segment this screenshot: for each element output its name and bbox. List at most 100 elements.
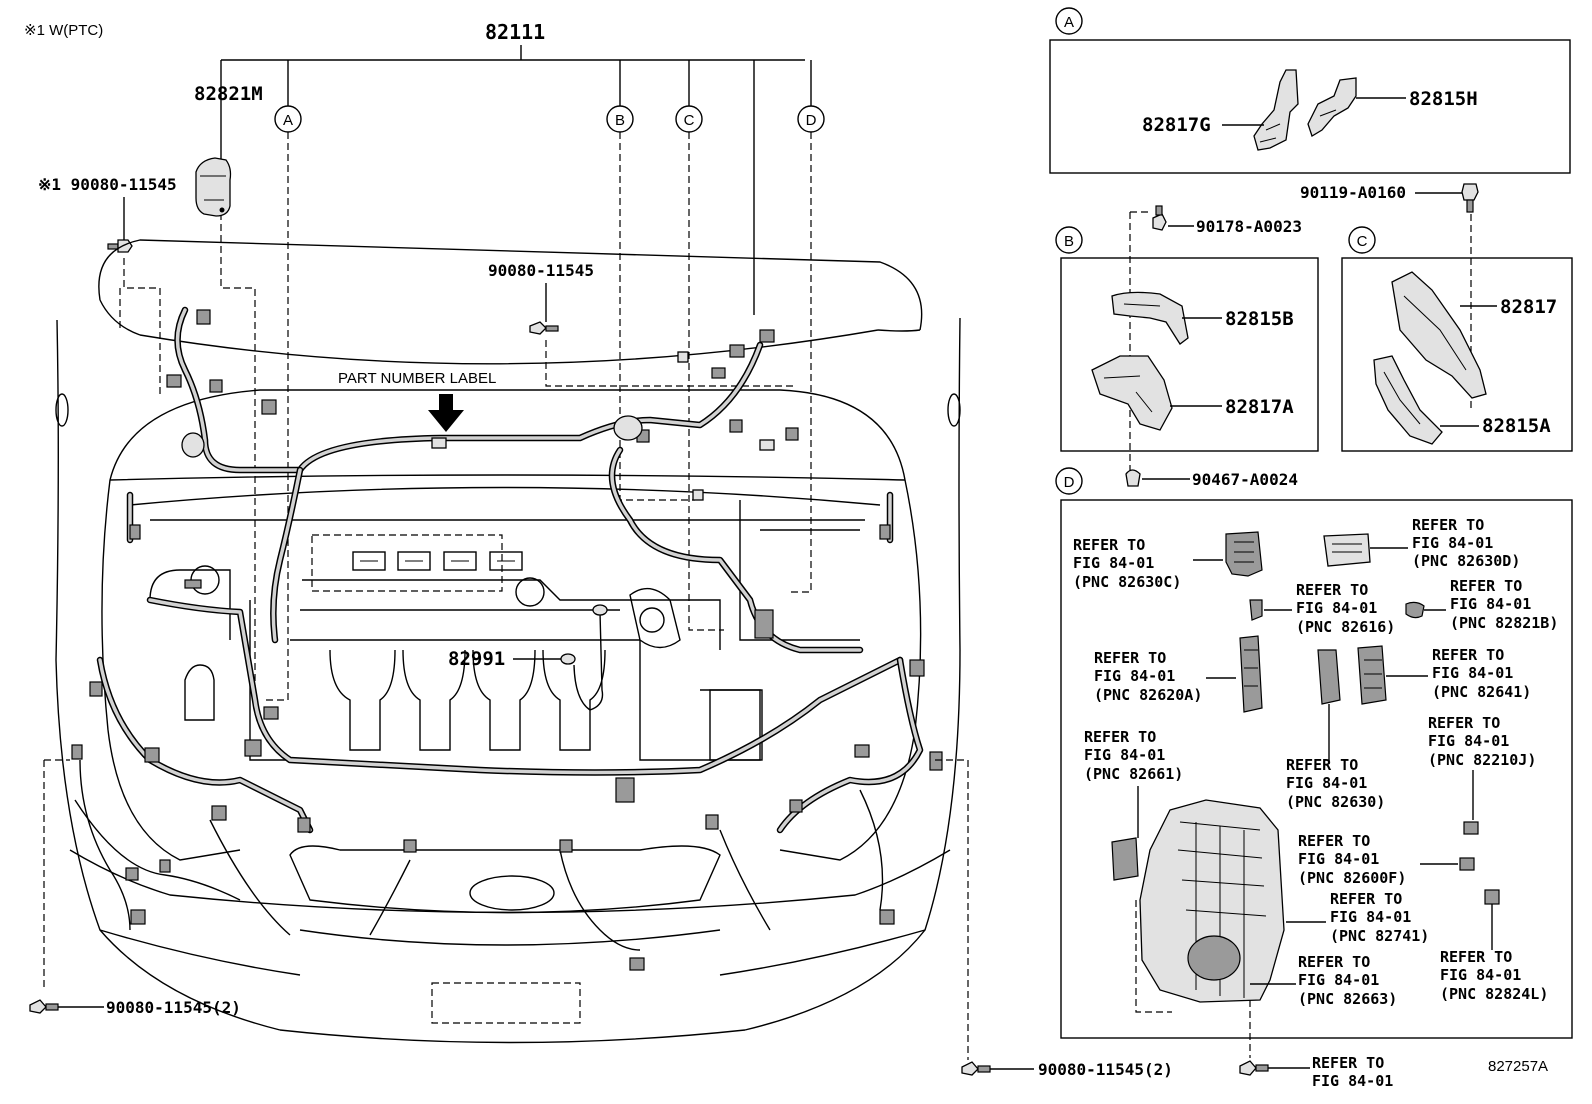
callout-a-marker[interactable]: A [274, 105, 302, 133]
part-82815h-label[interactable]: 82815H [1409, 88, 1478, 110]
refer-82630c[interactable]: REFER TO FIG 84-01 (PNC 82630C) [1073, 536, 1181, 591]
callout-dashed-leaders [220, 132, 812, 701]
svg-text:REFER TO: REFER TO [1298, 832, 1370, 850]
ptc-note: ※1 W(PTC) [24, 22, 103, 39]
refer-82630d[interactable]: REFER TO FIG 84-01 (PNC 82630D) [1412, 516, 1520, 570]
svg-text:FIG 84-01: FIG 84-01 [1428, 732, 1509, 750]
fuse-82600f-shape[interactable] [1459, 857, 1475, 871]
svg-text:(PNC 82630): (PNC 82630) [1286, 793, 1385, 811]
bracket-82815b-shape[interactable] [1111, 291, 1189, 345]
screw-90178-label[interactable]: 90178-A0023 [1196, 217, 1302, 236]
part-82815a-label[interactable]: 82815A [1482, 415, 1551, 437]
svg-text:REFER TO: REFER TO [1450, 577, 1522, 595]
svg-text:REFER TO: REFER TO [1296, 581, 1368, 599]
svg-text:(PNC 82630C): (PNC 82630C) [1073, 573, 1181, 591]
callout-b-marker[interactable]: B [606, 105, 634, 133]
callout-c-marker[interactable]: C [675, 105, 703, 133]
clip-90467-label[interactable]: 90467-A0024 [1192, 470, 1298, 489]
detail-b-badge: B [1055, 226, 1083, 254]
refer-82661[interactable]: REFER TO FIG 84-01 (PNC 82661) [1084, 728, 1183, 783]
fuse-82616-shape[interactable] [1249, 599, 1263, 621]
svg-text:REFER TO: REFER TO [1440, 948, 1512, 966]
cap-82821b-shape[interactable] [1405, 601, 1425, 619]
svg-text:FIG 84-01: FIG 84-01 [1412, 534, 1493, 552]
callout-c-letter: C [684, 112, 695, 129]
center-bolt-part-number[interactable]: 90080-11545 [488, 261, 594, 280]
harness-part-number[interactable]: 82111 [485, 20, 545, 44]
bolt-90119-label[interactable]: 90119-A0160 [1300, 183, 1406, 202]
svg-text:REFER TO: REFER TO [1286, 756, 1358, 774]
left-bolt-part-number[interactable]: 90080-11545(2) [106, 998, 241, 1017]
screw-90178-icon [1152, 205, 1167, 231]
part-82817a-label[interactable]: 82817A [1225, 396, 1294, 418]
svg-text:REFER TO: REFER TO [1428, 714, 1500, 732]
engine-wire-harness[interactable] [74, 306, 924, 951]
relay-82630-shape[interactable] [1317, 649, 1341, 705]
svg-text:(PNC 82600F): (PNC 82600F) [1298, 869, 1406, 887]
svg-text:FIG 84-01: FIG 84-01 [1084, 746, 1165, 764]
svg-text:(PNC 82741): (PNC 82741) [1330, 927, 1429, 945]
relay-82620a-shape[interactable] [1239, 635, 1263, 713]
svg-text:FIG 84-01: FIG 84-01 [1440, 966, 1521, 984]
clip-82824l-shape[interactable] [1484, 889, 1500, 905]
svg-text:(PNC 82661): (PNC 82661) [1084, 765, 1183, 783]
connector-82630d-shape[interactable] [1323, 533, 1371, 567]
detail-c-badge: C [1348, 226, 1376, 254]
clip-90467-icon [1125, 469, 1141, 487]
bracket-82817a-shape[interactable] [1091, 355, 1173, 431]
svg-text:(PNC 82641): (PNC 82641) [1432, 683, 1531, 701]
right-bolt-part-number[interactable]: 90080-11545(2) [1038, 1060, 1173, 1079]
vehicle-body-outline [55, 239, 961, 1044]
refer-82616[interactable]: REFER TO FIG 84-01 (PNC 82616) [1296, 581, 1395, 636]
refer-82600f[interactable]: REFER TO FIG 84-01 (PNC 82600F) [1298, 832, 1406, 887]
callout-d-letter: D [806, 112, 817, 129]
part-82817g-label[interactable]: 82817G [1142, 114, 1211, 136]
svg-text:REFER TO: REFER TO [1073, 536, 1145, 554]
svg-text:FIG 84-01: FIG 84-01 [1296, 599, 1377, 617]
svg-text:REFER TO: REFER TO [1084, 728, 1156, 746]
relay-box-shape[interactable] [1135, 799, 1285, 1013]
relay-82661-shape[interactable] [1111, 837, 1139, 881]
fuse-82210j-shape[interactable] [1463, 821, 1479, 835]
grommet-82991-shape[interactable] [560, 604, 608, 711]
svg-text:B: B [1064, 233, 1074, 250]
grommet-part-number[interactable]: 82991 [448, 648, 505, 670]
svg-text:(PNC 82210J): (PNC 82210J) [1428, 751, 1536, 769]
refer-82620a[interactable]: REFER TO FIG 84-01 (PNC 82620A) [1094, 649, 1202, 704]
svg-text:REFER TO: REFER TO [1094, 649, 1166, 667]
callout-d-marker[interactable]: D [797, 105, 825, 133]
svg-text:(PNC 82620A): (PNC 82620A) [1094, 686, 1202, 704]
bracket-82815a-shape[interactable] [1373, 355, 1443, 445]
center-bolt-icon [529, 321, 559, 335]
relay-82641-shape[interactable] [1357, 645, 1387, 705]
refer-82641[interactable]: REFER TO FIG 84-01 (PNC 82641) [1432, 646, 1531, 701]
ptc-bolt-part-number[interactable]: ※1 90080-11545 [38, 175, 177, 194]
svg-text:FIG 84-01: FIG 84-01 [1450, 595, 1531, 613]
engine-assembly [149, 500, 860, 761]
svg-text:FIG 84-01: FIG 84-01 [1298, 971, 1379, 989]
bracket-82817-shape[interactable] [1391, 271, 1487, 399]
svg-text:(PNC 82821B): (PNC 82821B) [1450, 614, 1558, 632]
svg-text:(PNC 82663): (PNC 82663) [1298, 990, 1397, 1008]
part-82815b-label[interactable]: 82815B [1225, 308, 1294, 330]
refer-82663[interactable]: REFER TO FIG 84-01 (PNC 82663) [1298, 953, 1397, 1008]
refer-82821b[interactable]: REFER TO FIG 84-01 (PNC 82821B) [1450, 577, 1558, 632]
part-82817-label[interactable]: 82817 [1500, 296, 1557, 318]
detail-b-frame [1060, 257, 1319, 452]
junction-block-cover-shape[interactable] [195, 157, 232, 217]
svg-text:FIG 84-01: FIG 84-01 [1094, 667, 1175, 685]
refer-82741[interactable]: REFER TO FIG 84-01 (PNC 82741) [1330, 890, 1429, 945]
bracket-82815h-shape[interactable] [1307, 77, 1357, 137]
refer-82210j[interactable]: REFER TO FIG 84-01 (PNC 82210J) [1428, 714, 1536, 769]
callout-a-letter: A [283, 112, 293, 129]
relay-block-82630c-shape[interactable] [1225, 531, 1263, 577]
bottom-refer[interactable]: REFER TO FIG 84-01 [1312, 1054, 1393, 1090]
bracket-82817g-shape[interactable] [1253, 69, 1299, 151]
refer-82824l[interactable]: REFER TO FIG 84-01 (PNC 82824L) [1440, 948, 1548, 1003]
svg-text:REFER TO: REFER TO [1432, 646, 1504, 664]
junction-cover-part-number[interactable]: 82821M [194, 83, 263, 105]
svg-text:FIG 84-01: FIG 84-01 [1330, 908, 1411, 926]
callout-b-letter: B [615, 112, 625, 129]
refer-82630[interactable]: REFER TO FIG 84-01 (PNC 82630) [1286, 756, 1385, 811]
